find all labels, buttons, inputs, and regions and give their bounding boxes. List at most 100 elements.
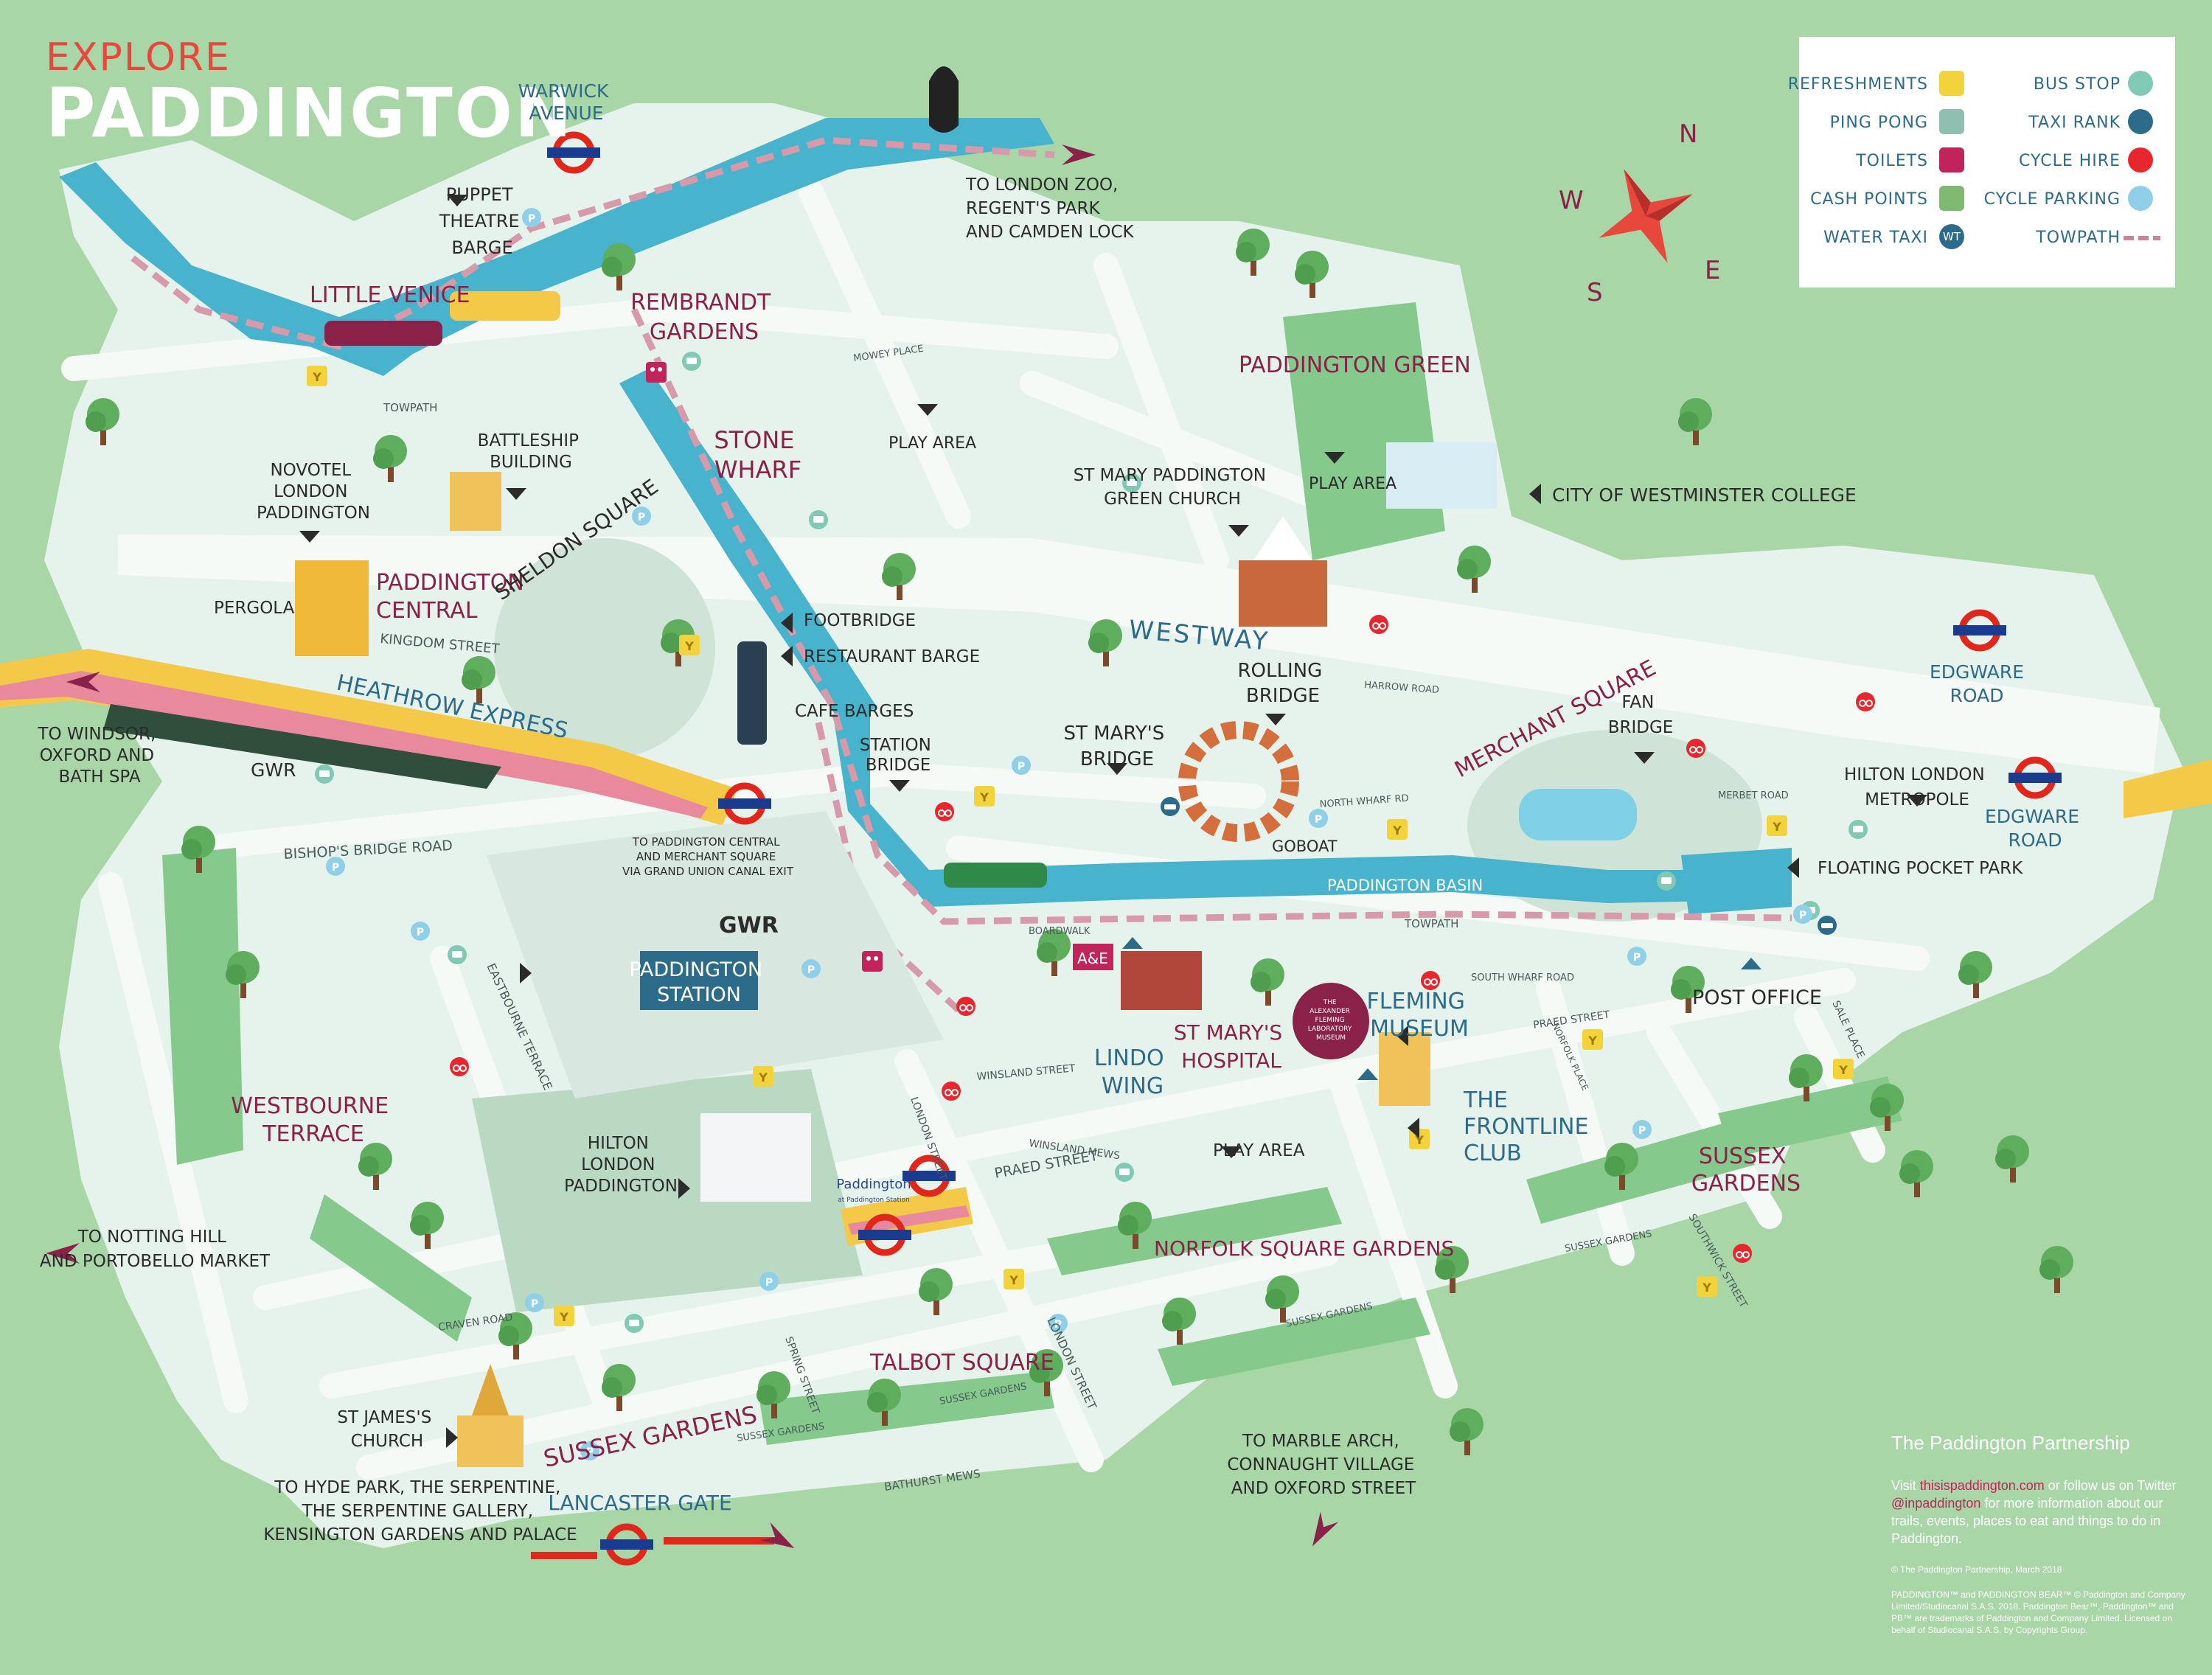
label-novotel-3: PADDINGTON [257,504,370,523]
penguin [929,66,959,133]
label-fleming-sign-4: LABORATORY [1308,1025,1352,1033]
legend-cash-points-label: CASH POINTS [1810,190,1928,209]
visit-post: for more information about our trails, e… [1891,1496,2163,1546]
label-hilton-paddington-3: PADDINGTON [564,1177,678,1196]
little-venice-boat [324,321,442,346]
label-paddington-central-2: CENTRAL [376,598,478,624]
legend-refreshments-label: REFRESHMENTS [1787,75,1928,94]
label-fleming-sign-1: THE [1323,999,1337,1006]
label-to-zoo-1: TO LONDON ZOO, [965,175,1118,195]
label-to-hyde-park-3: KENSINGTON GARDENS AND PALACE [263,1525,577,1545]
svg-text:HILTON LONDON METROPOLE: HILTON LONDON METROPOLE [1844,765,1990,809]
cash-point-icon [1939,186,1964,211]
city-westminster-college [1386,442,1497,509]
bus-stop-icon [2128,71,2153,96]
website-link[interactable]: thisispaddington.com [1919,1478,2045,1493]
label-st-james-church-2: CHURCH [351,1432,423,1451]
label-fleming-museum-2: MUSEUM [1370,1016,1469,1042]
frontline-club-building [1379,1032,1430,1106]
toilets-icon [1939,147,1964,173]
paddington-central-building [295,560,369,656]
label-fan-bridge-1: FAN [1621,693,1654,712]
label-st-mary-green-church-2: GREEN CHURCH [1104,490,1241,509]
label-lindo-wing-2: WING [1102,1073,1164,1099]
label-stone-wharf-2: WHARF [714,456,801,484]
label-puppet-theatre-1: PUPPET [446,184,513,205]
twitter-link[interactable]: @inpaddington [1891,1496,1981,1511]
label-fleming-sign-3: FLEMING [1315,1017,1345,1024]
label-boardwalk: BOARDWALK [1029,926,1091,937]
label-st-marys-hospital-1: ST MARY'S [1174,1020,1282,1045]
label-hilton-metropole-2: METROPOLE [1865,790,1969,809]
svg-text:HILTON LONDON PADD: HILTON LONDON PADDINGTON [564,1134,678,1196]
svg-text:ST MARY PADDINGTON GREEN: ST MARY PADDINGTON GREEN CHURCH [1074,466,1272,509]
legend: REFRESHMENTS PING PONG TOILETS CASH POIN… [1788,37,2175,288]
label-floating-pocket-park: FLOATING POCKET PARK [1818,859,2023,878]
battleship-building [450,472,501,531]
label-sussex-gardens-1a: SUSSEX [1699,1143,1787,1169]
label-cafe-barges: CAFE BARGES [795,702,914,721]
puppet-theatre-barge [450,291,560,321]
label-towpath-1: TOWPATH [383,401,437,414]
label-stone-wharf-1: STONE [714,426,794,454]
partnership-title: The Paddington Partnership [1891,1432,2130,1454]
visit-mid: or follow us on Twitter [2044,1478,2177,1493]
label-little-venice: LITTLE VENICE [310,282,470,308]
label-lancaster-gate: LANCASTER GATE [548,1491,731,1515]
label-st-marys-bridge-1: ST MARY'S [1063,722,1164,745]
label-paddington-station-2: STATION [657,983,741,1006]
compass: N E S W [1559,119,1720,307]
svg-text:BATTLESHIP BUILDING: BATTLESHIP BUILDING [478,431,585,472]
label-edgware-road-1a: EDGWARE [1930,661,2024,683]
label-hilton-metropole-1: HILTON LONDON [1844,765,1985,784]
label-to-hyde-park-1: TO HYDE PARK, THE SERPENTINE, [274,1478,560,1497]
legend-ping-pong-label: PING PONG [1829,114,1928,132]
label-rolling-bridge-2: BRIDGE [1246,685,1320,707]
landmarks [103,66,1637,1467]
label-rembrandt-gardens-1: REMBRANDT [630,290,771,316]
svg-text:SUSSEX GARDENS: SUSSEX GARDENS [1691,1143,1801,1197]
label-to-notting-hill-2: AND PORTOBELLO MARKET [40,1252,271,1271]
label-paddington-bear: Paddington [836,1177,911,1192]
label-gwr: GWR [251,759,296,781]
svg-text:STONE WHARF: STONE WHARF [714,426,801,484]
label-to-central-merchant-1: TO PADDINGTON CENTRAL [632,835,780,849]
label-fleming-sign-2: ALEXANDER [1310,1008,1350,1015]
label-st-mary-green-church-1: ST MARY PADDINGTON [1074,466,1266,485]
svg-text:THE ALEXANDER FLEM: THE ALEXANDER FLEMING LABORATORY MUSEUM [1308,999,1354,1042]
label-to-central-merchant-2: AND MERCHANT SQUARE [636,850,776,863]
legend-bus-stop-label: BUS STOP [2033,75,2121,94]
partnership-info: The Paddington Partnership Visit thisisp… [1891,1432,2186,1649]
label-edgware-road-2a: EDGWARE [1985,806,2079,827]
label-battleship-1: BATTLESHIP [478,431,579,450]
svg-text:PADDINGTON CENTRAL: PADDINGTON CENTRAL [376,570,531,624]
title-explore: EXPLORE [46,35,231,80]
train [103,704,501,789]
label-sussex-gardens-1b: GARDENS [1691,1171,1801,1197]
svg-text:ST MARY'S BRIDGE: ST MARY'S BRIDGE [1063,722,1170,770]
compass-n: N [1679,119,1697,149]
label-to-central-merchant-3: VIA GRAND UNION CANAL EXIT [622,865,794,878]
legend-taxi-rank-label: TAXI RANK [2028,114,2121,132]
svg-text:FAN BRIDGE: FAN BRIDGE [1608,693,1674,737]
label-station-bridge-2: BRIDGE [866,756,931,775]
label-lindo-wing-1: LINDO [1094,1045,1164,1071]
partnership-visit: Visit thisispaddington.com or follow us … [1891,1477,2186,1547]
water-taxi-abbr: WT [1943,230,1961,243]
label-towpath-2: TOWPATH [1404,917,1458,930]
st-mary-church [1239,560,1327,627]
label-pergola: PERGOLA [214,599,295,618]
label-paddington-bear-sub: at Paddington Station [838,1197,909,1204]
legend-cycle-hire-label: CYCLE HIRE [2019,152,2121,170]
compass-w: W [1559,186,1584,215]
label-to-notting-hill-1: TO NOTTING HILL [77,1227,226,1247]
svg-text:TO WINDSOR, OXFORD AND: TO WINDSOR, OXFORD AND BATH SPA [37,725,161,787]
towpath [131,136,1792,1013]
label-frontline-club-1: THE [1463,1087,1508,1113]
label-to-windsor-1: TO WINDSOR, [37,725,156,744]
label-novotel-2: LONDON [274,482,347,501]
label-to-windsor-2: OXFORD AND [40,746,154,765]
page-title: PADDINGTON [46,74,574,153]
label-footbridge: FOOTBRIDGE [804,611,916,630]
label-restaurant-barge: RESTAURANT BARGE [804,647,980,666]
